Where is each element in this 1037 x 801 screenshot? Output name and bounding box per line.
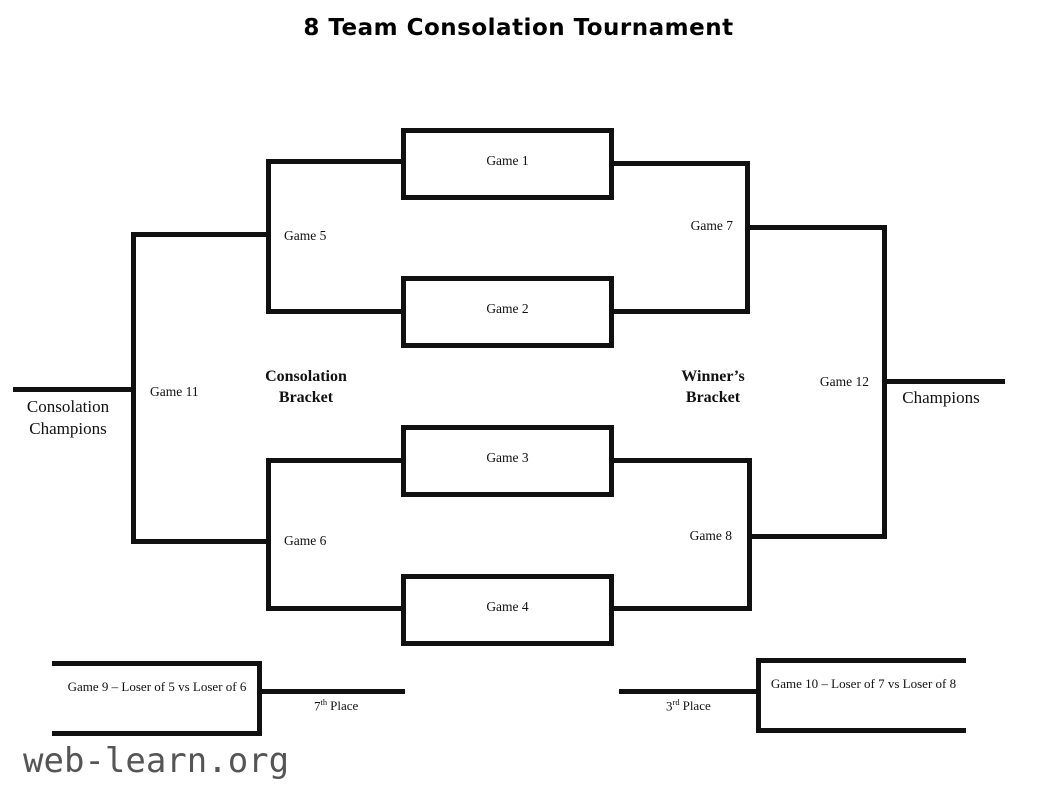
- game2-label: Game 2: [486, 301, 529, 316]
- game9-label: Game 9 – Loser of 5 vs Loser of 6: [67, 679, 247, 694]
- game7-label: Game 7: [690, 218, 733, 233]
- game11-label: Game 11: [150, 384, 199, 399]
- game5-label: Game 5: [284, 228, 327, 243]
- consolation-champions-label: Consolation Champions: [0, 396, 136, 439]
- game1-label: Game 1: [486, 153, 529, 168]
- third-place-ordinal: rd: [672, 697, 680, 707]
- game3-right-connector-line: [609, 458, 752, 463]
- game2-left-connector-line: [266, 309, 406, 314]
- game3-label: Game 3: [486, 450, 529, 465]
- game6-label: Game 6: [284, 533, 327, 548]
- consolation-champions-label-line1: Consolation: [26, 397, 110, 416]
- consolation-bracket-title-line1: Consolation: [265, 368, 347, 385]
- seventh-place-line: [257, 689, 405, 694]
- game8-label: Game 8: [689, 528, 732, 543]
- seventh-place-ordinal: th: [320, 697, 328, 707]
- game4-label: Game 4: [486, 599, 529, 614]
- game4-right-connector-line: [609, 606, 752, 611]
- game12-label: Game 12: [819, 374, 869, 389]
- winners-bracket-title-line2: Bracket: [685, 389, 741, 406]
- game6-winner-connector-line: [131, 539, 271, 544]
- game7-bracket-vertical-line: [745, 161, 750, 314]
- game10-label: Game 10 – Loser of 7 vs Loser of 8: [770, 676, 957, 691]
- game10-box-bottom-line: [756, 728, 966, 733]
- game3-box: Game 3: [401, 425, 614, 497]
- game10-box-top-line: [756, 658, 966, 663]
- game9-box-bottom-line: [52, 731, 262, 736]
- third-place-word: Place: [682, 698, 711, 714]
- third-place-number: 3: [666, 698, 673, 714]
- game1-right-connector-line: [609, 161, 750, 166]
- consolation-champions-label-line2: Champions: [29, 418, 107, 438]
- game9-box-right-line: [257, 661, 262, 736]
- game10-box-left-line: [756, 658, 761, 733]
- game4-left-connector-line: [266, 606, 406, 611]
- game9-box-top-line: [52, 661, 262, 666]
- game2-right-connector-line: [609, 309, 750, 314]
- game4-box: Game 4: [401, 574, 614, 646]
- champions-label: Champions: [902, 388, 980, 407]
- game1-left-connector-line: [266, 159, 406, 164]
- champion-line: [882, 379, 1005, 384]
- page-title: 8 Team Consolation Tournament: [303, 15, 734, 41]
- seventh-place-word: Place: [330, 698, 359, 714]
- third-place-line: [619, 689, 761, 694]
- game5-winner-connector-line: [131, 232, 271, 237]
- seventh-place-number: 7: [314, 698, 321, 714]
- winners-bracket-title: Winner’s Bracket: [633, 366, 793, 408]
- consolation-bracket-title-line2: Bracket: [278, 389, 334, 406]
- watermark-text: web-learn.org: [23, 741, 290, 781]
- game7-winner-connector-line: [745, 225, 887, 230]
- game3-left-connector-line: [266, 458, 406, 463]
- game6-bracket-vertical-line: [266, 458, 271, 611]
- consolation-champion-line: [13, 387, 136, 392]
- winners-bracket-title-line1: Winner’s: [681, 368, 745, 385]
- game2-box: Game 2: [401, 276, 614, 348]
- game1-box: Game 1: [401, 128, 614, 200]
- consolation-bracket-title: Consolation Bracket: [226, 366, 386, 408]
- game8-winner-connector-line: [747, 534, 887, 539]
